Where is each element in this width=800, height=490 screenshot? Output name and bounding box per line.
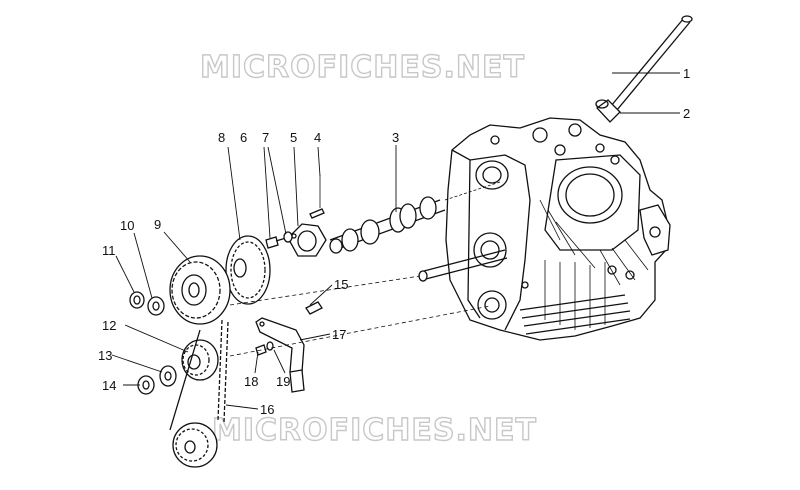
leader-lines — [111, 72, 680, 410]
part-9-drive-sprocket — [169, 255, 231, 325]
callout-16: 16 — [260, 402, 274, 417]
callout-6: 6 — [240, 130, 247, 145]
callout-1: 1 — [683, 66, 690, 81]
callout-17: 17 — [332, 327, 346, 342]
callout-5: 5 — [290, 130, 297, 145]
part-7-washer — [283, 231, 293, 243]
part-5-flange — [287, 223, 327, 257]
watermark-top: MICROFICHES.NET — [200, 50, 525, 85]
callout-15: 15 — [334, 277, 348, 292]
part-10-washer — [147, 296, 165, 316]
part-8-cam-sprocket — [225, 235, 271, 305]
part-4-pin — [309, 175, 325, 219]
callout-12: 12 — [102, 318, 116, 333]
callout-11: 11 — [102, 243, 116, 258]
part-12-crank-sprocket — [181, 339, 219, 381]
part-13-washer — [159, 365, 177, 387]
callout-labels: 1 2 3 4 5 6 7 8 9 10 11 12 13 14 15 16 1… — [98, 66, 690, 417]
callout-19: 19 — [276, 374, 290, 389]
callout-7: 7 — [262, 130, 269, 145]
callout-9: 9 — [154, 217, 161, 232]
part-1-pushrod — [605, 15, 693, 117]
part-16-timing-chain — [169, 319, 229, 468]
callout-8: 8 — [218, 130, 225, 145]
part-18-bolt — [255, 341, 274, 356]
callout-4: 4 — [314, 130, 321, 145]
callout-10: 10 — [120, 218, 134, 233]
part-2-tappet — [595, 99, 621, 123]
part-15-woodruff-key — [305, 301, 323, 315]
callout-3: 3 — [392, 130, 399, 145]
crankcase — [445, 117, 671, 341]
callout-13: 13 — [98, 348, 112, 363]
watermark-bottom: MICROFICHES.NET — [212, 413, 537, 448]
part-14-nut — [137, 375, 155, 395]
callout-14: 14 — [102, 378, 116, 393]
part-3-camshaft — [329, 181, 501, 254]
callout-18: 18 — [244, 374, 258, 389]
part-6-bolt — [265, 236, 287, 249]
part-11-nut — [129, 291, 145, 309]
part-19-plunger — [289, 369, 305, 393]
callout-2: 2 — [683, 106, 690, 121]
crankshaft — [229, 249, 508, 306]
